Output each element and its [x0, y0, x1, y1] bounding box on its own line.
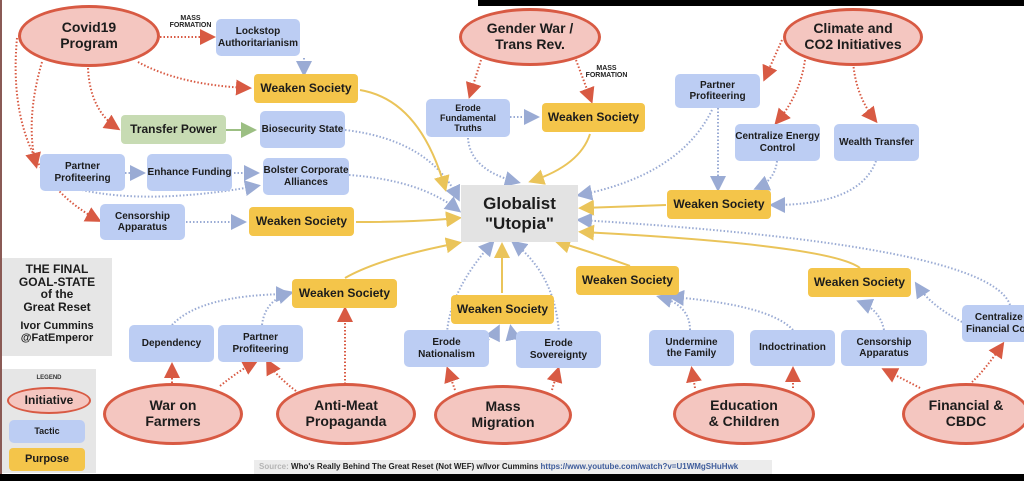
legend-title: LEGEND: [36, 375, 62, 381]
link-nat-weaken: [485, 324, 500, 343]
link-dependency-weaken: [171, 286, 292, 326]
link-bolster-center: [348, 174, 462, 213]
link-sov-center: [510, 240, 560, 334]
link-weaken-climate-center: [578, 199, 667, 216]
link-covid-weaken1: [137, 61, 252, 96]
link-weaken-farm-center: [344, 237, 462, 279]
tactic-indoctrination[interactable]: Indoctrination: [750, 330, 835, 366]
title-box: THE FINAL GOAL-STATE of the Great Reset …: [2, 258, 112, 356]
legend-tactic: Tactic: [9, 420, 85, 443]
link-nat-center: [446, 240, 495, 334]
tactic-dependency[interactable]: Dependency: [129, 325, 214, 362]
link-partner-climate-center: [576, 109, 713, 201]
link-wealth-weaken: [769, 160, 877, 213]
top-black-bar: [478, 0, 1024, 6]
source-caption: Source: Who's Really Behind The Great Re…: [254, 460, 772, 474]
link-climate-wealth: [852, 59, 878, 124]
link-farm-partner: [219, 360, 259, 387]
purpose-weaken-society-farm[interactable]: Weaken Society: [292, 279, 397, 308]
source-title: Who's Really Behind The Great Reset (Not…: [291, 462, 539, 471]
purpose-weaken-society-education[interactable]: Weaken Society: [576, 266, 679, 295]
link-migration-sov: [546, 366, 563, 391]
purpose-weaken-society-covid-1[interactable]: Weaken Society: [254, 74, 358, 103]
link-migration-nat: [444, 366, 460, 391]
link-weaken-edu-center: [554, 237, 631, 267]
link-partner-farm-weaken: [261, 288, 294, 326]
link-censor-edu-weaken: [856, 299, 885, 331]
globalist-utopia-goal[interactable]: Globalist"Utopia": [461, 185, 578, 242]
link-partner-bolster: [81, 180, 261, 198]
link-weaken1-center: [359, 89, 450, 192]
link-covid-censorship: [14, 37, 102, 222]
link-indoc-weaken: [668, 290, 794, 331]
link-edu-family: [686, 366, 702, 389]
initiative-gender-war[interactable]: Gender War /Trans Rev.: [459, 8, 601, 66]
link-centralize-weaken: [914, 281, 963, 323]
link-fin-censorship: [881, 368, 921, 389]
left-edge: [0, 0, 2, 481]
link-erode-center: [467, 137, 521, 187]
tactic-wealth-transfer[interactable]: Wealth Transfer: [834, 124, 919, 161]
purpose-weaken-society-gender[interactable]: Weaken Society: [542, 103, 645, 132]
mass-formation-label-2: MASS FORMATION: [585, 65, 628, 79]
author-name: Ivor Cummins: [20, 320, 94, 333]
mass-formation-label-1: MASS FORMATION: [169, 15, 212, 29]
legend: LEGEND Initiative Tactic Purpose: [2, 369, 96, 473]
link-gender-weaken: [575, 59, 595, 104]
link-gender-erode: [465, 59, 482, 99]
purpose-weaken-society-migration[interactable]: Weaken Society: [451, 295, 554, 324]
link-bio-center: [344, 129, 460, 202]
link-covid-transfer: [87, 67, 121, 131]
link-covid-partner: [25, 61, 43, 169]
author-handle: @FatEmperor: [20, 331, 94, 344]
title-line: GOAL-STATE: [18, 274, 96, 289]
tactic-enhance-funding[interactable]: Enhance Funding: [147, 154, 232, 191]
link-weaken-covid2-center: [355, 211, 462, 228]
tactic-biosecurity-state[interactable]: Biosecurity State: [260, 111, 345, 148]
title-line: Great Reset: [23, 299, 91, 314]
source-prefix: Source:: [259, 462, 289, 471]
purpose-transfer-power[interactable]: Transfer Power: [121, 115, 226, 144]
title-line: of the: [40, 287, 74, 302]
link-family-weaken: [656, 292, 691, 331]
link-energy-weaken: [753, 160, 778, 191]
link-climate-energy: [774, 59, 806, 126]
purpose-weaken-society-climate[interactable]: Weaken Society: [667, 190, 771, 219]
purpose-weaken-society-financial[interactable]: Weaken Society: [808, 268, 911, 297]
link-fin-centralize: [971, 341, 1005, 383]
title-line: THE FINAL: [25, 262, 89, 276]
legend-purpose: Purpose: [9, 448, 85, 471]
initiative-financial-cbdc[interactable]: Financial &CBDC: [902, 383, 1024, 445]
initiative-education-children[interactable]: Education& Children: [673, 383, 815, 445]
link-meat-partner: [266, 358, 297, 392]
purpose-weaken-society-covid-2[interactable]: Weaken Society: [249, 207, 354, 236]
link-weaken-fin-center: [578, 224, 861, 269]
link-climate-partner: [762, 39, 783, 82]
bottom-black-bar: [0, 474, 1024, 481]
legend-initiative: Initiative: [7, 387, 91, 414]
link-weaken-gender-center: [528, 133, 591, 185]
source-url-link[interactable]: https://www.youtube.com/watch?v=U1WMgSHu…: [540, 462, 739, 471]
